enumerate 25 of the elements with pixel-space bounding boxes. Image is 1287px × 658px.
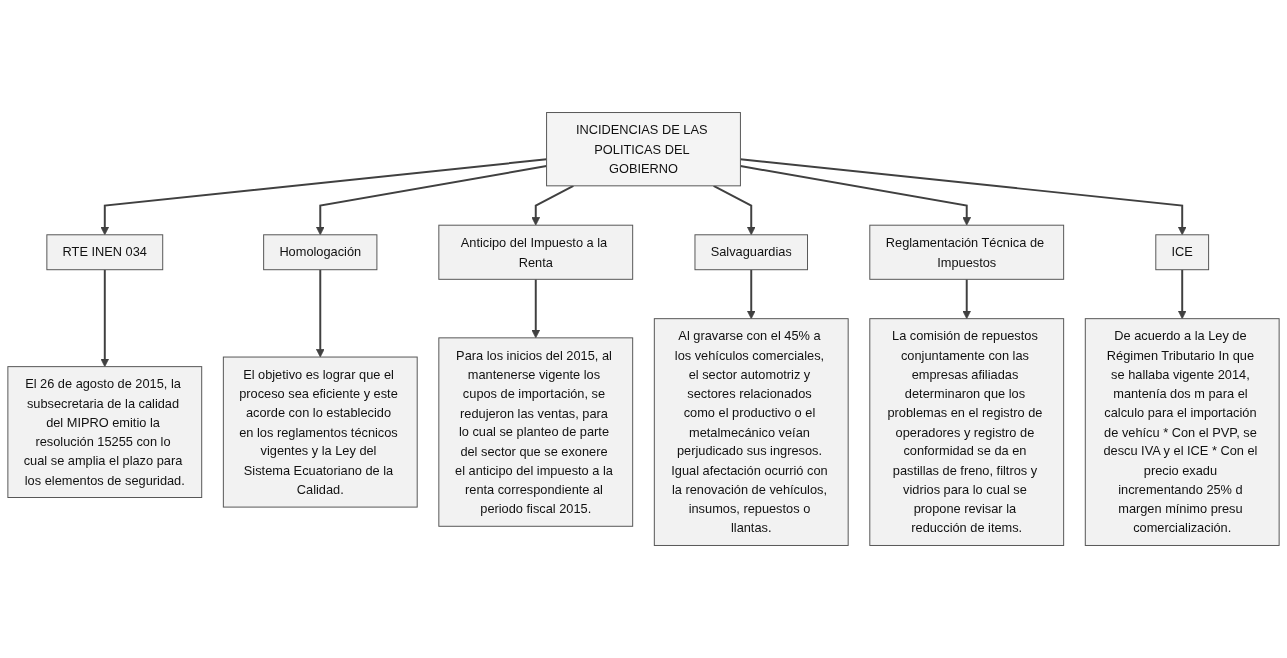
node-box: El objetivo es lograr que el proceso sea eficiente y este acorde con lo establecido en los reglamentos técnicos vigentes y la Ley del Sistema Ecuatoriano de la Calidad. bbox=[222, 356, 418, 508]
arrow bbox=[315, 268, 325, 358]
arrow bbox=[100, 158, 548, 236]
arrow bbox=[531, 184, 575, 226]
node-box: De acuerdo a la Ley de Régimen Tributario In que se hallaba vigente 2014, mantenía dos m para el calculo para el importación de vehícu * Con el PVP, se descu IVA y el ICE * Con el precio exadu incrementando 25% d margen mínimo presu comercialización. bbox=[1084, 318, 1280, 546]
node-box: INCIDENCIAS DE LAS POLITICAS DEL GOBIERNO bbox=[546, 112, 741, 187]
node-box: Homologación bbox=[263, 234, 378, 271]
node-box: Para los inicios del 2015, al mantenerse vigente los cupos de importación, se redujeron las ventas, para lo cual se planteo de parte del sector que se exonere el anticipo del impuesto a la renta correspondiente al periodo fiscal 2015. bbox=[438, 337, 634, 527]
arrow bbox=[746, 268, 756, 320]
node-box: Salvaguardias bbox=[694, 234, 808, 271]
arrow bbox=[315, 165, 548, 236]
arrow bbox=[100, 268, 110, 368]
node-box: ICE bbox=[1155, 234, 1210, 271]
arrow bbox=[739, 158, 1187, 236]
arrow bbox=[1177, 268, 1187, 320]
node-box: Reglamentación Técnica de Impuestos bbox=[869, 224, 1065, 280]
arrow bbox=[739, 165, 972, 226]
arrow bbox=[531, 278, 541, 339]
node-box: RTE INEN 034 bbox=[46, 234, 164, 271]
arrow bbox=[712, 184, 756, 236]
arrow bbox=[962, 278, 972, 320]
node-box: Al gravarse con el 45% a los vehículos comerciales, el sector automotriz y sectores relacionados como el productivo o el metalmecánico veían perjudicado sus ingresos. Igual afectación ocurrió con la renovación de vehículos, insumos, repuestos o llantas. bbox=[653, 318, 849, 546]
node-box: Anticipo del Impuesto a la Renta bbox=[438, 224, 634, 280]
node-box: El 26 de agosto de 2015, la subsecretaria de la calidad del MIPRO emitio la resolución 15255 con lo cual se amplia el plazo para los elementos de seguridad. bbox=[7, 366, 203, 498]
node-box: La comisión de repuestos conjuntamente con las empresas afiliadas determinaron que los problemas en el registro de operadores y registro de conformidad se da en pastillas de freno, filtros y vidrios para lo cual se propone revisar la reducción de items. bbox=[869, 318, 1065, 546]
